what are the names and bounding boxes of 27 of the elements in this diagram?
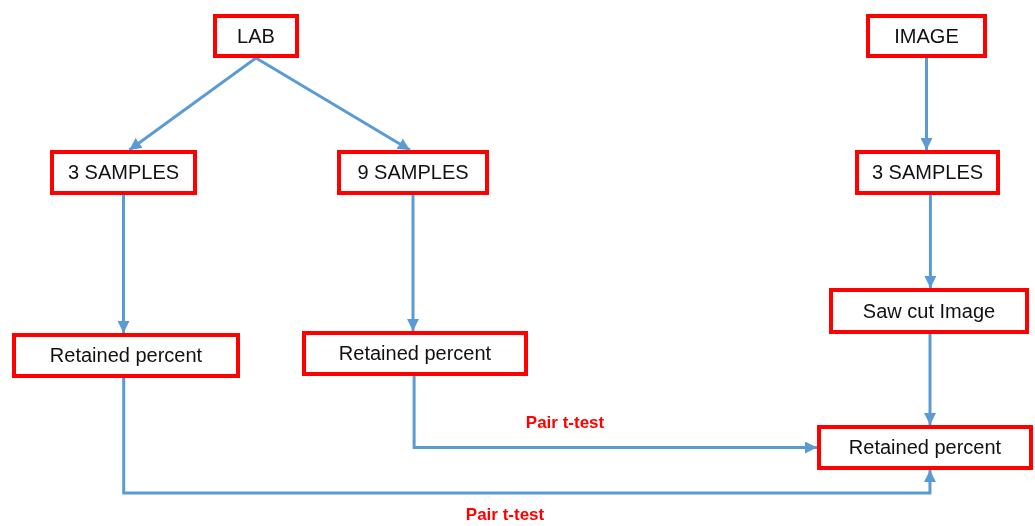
process-box [829,288,1029,334]
node-label: IMAGE [894,24,959,48]
arrow [128,56,257,152]
node-label: Retained percent [338,342,492,365]
process-box [302,331,528,376]
process-box [855,150,1000,195]
arrow [920,58,933,150]
arrow [122,378,936,495]
arrow [117,195,130,333]
process-box [866,14,987,58]
node-label: Saw cut Image [862,299,996,323]
node-label: Retained percent [848,436,1002,459]
node-label: 3 SAMPLES [871,161,984,184]
arrow [924,195,937,288]
node-label: 9 SAMPLES [357,161,469,184]
node-label: Retained percent [49,344,203,367]
arrow [412,376,817,454]
arrow [407,195,419,331]
node-label: 3 SAMPLES [67,161,180,184]
arrow [255,56,411,152]
process-box [12,333,240,378]
process-box [213,14,299,58]
process-box [337,150,489,195]
arrow [924,334,936,425]
node-label: LAB [237,24,275,48]
process-box [50,150,197,195]
process-box [817,425,1033,470]
